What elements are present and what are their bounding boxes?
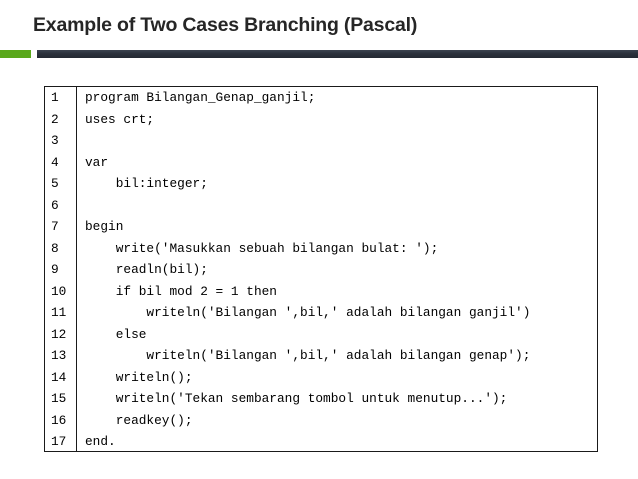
accent-bar-dark bbox=[37, 50, 638, 58]
code-line: else bbox=[85, 326, 147, 342]
code-content: program Bilangan_Genap_ganjil;uses crt; … bbox=[77, 87, 598, 451]
code-line: uses crt; bbox=[85, 111, 155, 127]
line-number: 14 bbox=[51, 369, 67, 385]
code-line: writeln('Tekan sembarang tombol untuk me… bbox=[85, 391, 508, 406]
code-line: bil:integer; bbox=[85, 176, 208, 191]
code-line: begin bbox=[85, 219, 124, 234]
line-number: 5 bbox=[51, 176, 59, 191]
line-number: 13 bbox=[51, 348, 67, 363]
code-line: writeln('Bilangan ',bil,' adalah bilanga… bbox=[85, 305, 531, 320]
line-number: 3 bbox=[51, 133, 59, 148]
line-number: 12 bbox=[51, 326, 67, 342]
line-number: 15 bbox=[51, 391, 67, 406]
page-title: Example of Two Cases Branching (Pascal) bbox=[33, 14, 418, 36]
line-number: 10 bbox=[51, 283, 67, 299]
code-line: program Bilangan_Genap_ganjil; bbox=[85, 90, 316, 105]
accent-block-green bbox=[0, 50, 31, 58]
code-line: writeln(); bbox=[85, 369, 193, 385]
line-number: 6 bbox=[51, 197, 59, 213]
code-line: var bbox=[85, 154, 109, 170]
code-line: writeln('Bilangan ',bil,' adalah bilanga… bbox=[85, 348, 531, 363]
line-number: 9 bbox=[51, 262, 59, 277]
line-number: 4 bbox=[51, 154, 59, 170]
code-line: write('Masukkan sebuah bilangan bulat: '… bbox=[85, 240, 439, 256]
line-number: 7 bbox=[51, 219, 59, 234]
line-number: 16 bbox=[51, 412, 67, 428]
code-line: readkey(); bbox=[85, 412, 193, 428]
line-number: 11 bbox=[51, 305, 67, 320]
code-line bbox=[77, 195, 597, 217]
line-number: 17 bbox=[51, 434, 67, 449]
code-line: end. bbox=[85, 434, 116, 449]
code-line: readln(bil); bbox=[85, 262, 208, 277]
line-number: 2 bbox=[51, 111, 59, 127]
line-number: 1 bbox=[51, 90, 59, 105]
code-line: if bil mod 2 = 1 then bbox=[85, 283, 277, 299]
title-divider bbox=[0, 49, 638, 59]
line-number: 8 bbox=[51, 240, 59, 256]
code-line bbox=[77, 130, 597, 152]
